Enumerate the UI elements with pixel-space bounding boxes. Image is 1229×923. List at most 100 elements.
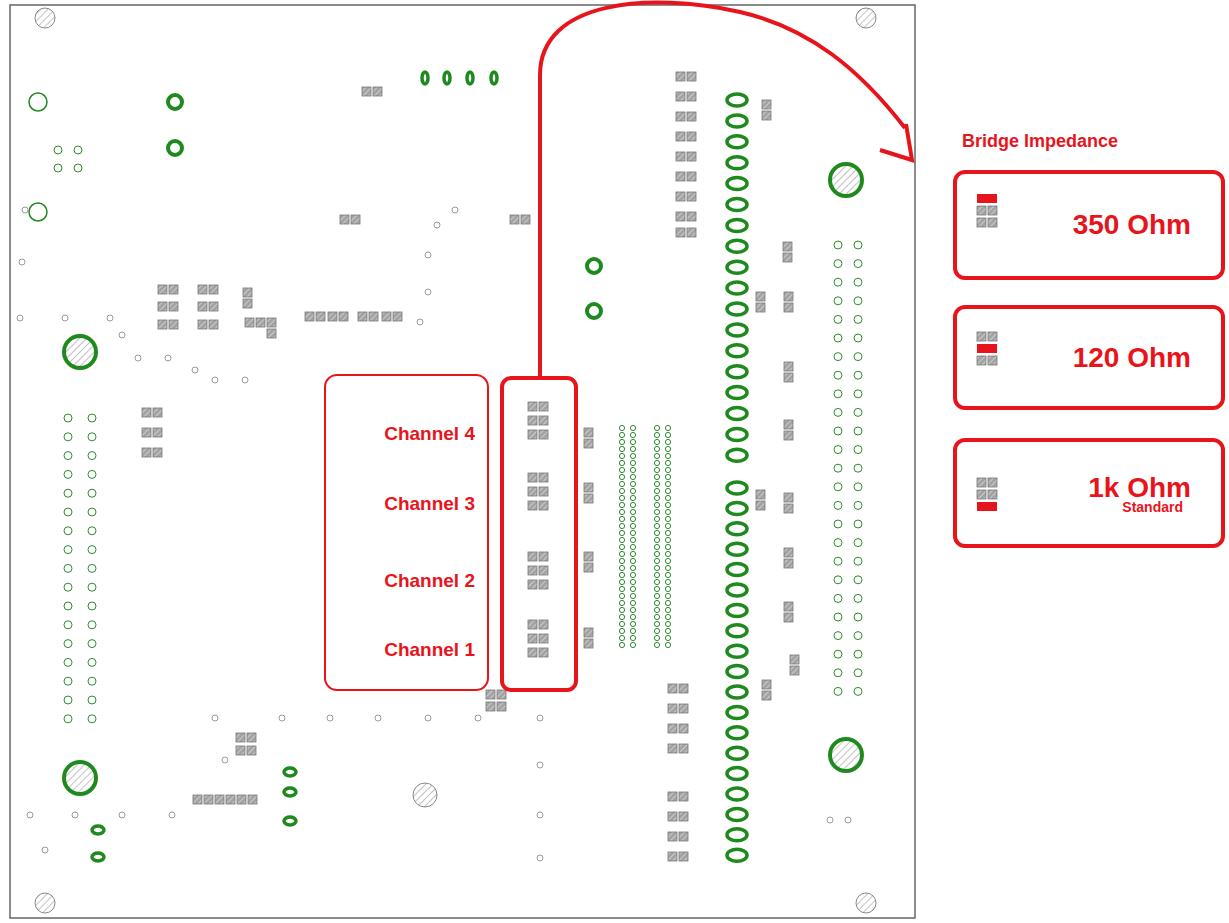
pin-hole <box>619 439 624 444</box>
jumper-pad <box>977 356 986 365</box>
pin-hole <box>88 602 96 610</box>
pin-hole <box>834 297 842 305</box>
oval-pad <box>92 826 104 834</box>
pin-hole <box>88 696 96 704</box>
jumper-pad <box>248 795 257 804</box>
impedance-option: 1k OhmStandard <box>953 438 1225 548</box>
oval-pad <box>284 768 296 776</box>
pin-hole <box>630 635 635 640</box>
pin-hole <box>854 483 862 491</box>
jumper-pad <box>153 408 162 417</box>
pin-hole <box>630 530 635 535</box>
pin-hole <box>834 260 842 268</box>
jumper-pad <box>988 490 997 499</box>
pin-hole <box>630 467 635 472</box>
pin-hole <box>654 586 659 591</box>
jumper-pad <box>756 303 765 312</box>
pin-hole <box>619 467 624 472</box>
pin-hole <box>654 642 659 647</box>
jumper-pad <box>676 192 685 201</box>
jumper-pad <box>687 112 696 121</box>
pin-hole <box>630 495 635 500</box>
jumper-pad <box>676 212 685 221</box>
pin-hole <box>854 315 862 323</box>
jumper-pad <box>198 285 207 294</box>
pin-hole <box>630 565 635 570</box>
pin-hole <box>654 628 659 633</box>
jumper-pad <box>784 613 793 622</box>
pin-hole <box>619 572 624 577</box>
pin-hole <box>665 509 670 514</box>
pin-hole <box>64 564 72 572</box>
jumper-group-frame <box>502 378 576 690</box>
jumper-pad <box>204 795 213 804</box>
jumper-pad <box>510 215 519 224</box>
pad-ring <box>29 203 47 221</box>
label-text: Channel 3 <box>384 493 475 515</box>
pin-hole <box>630 614 635 619</box>
jumper-pad <box>668 724 677 733</box>
pin-hole <box>64 640 72 648</box>
pin-hole <box>619 642 624 647</box>
oval-pad <box>727 788 747 800</box>
jumper-pad <box>762 100 771 109</box>
pin-hole <box>630 621 635 626</box>
via <box>192 367 198 373</box>
pin-hole <box>665 614 670 619</box>
pin-hole <box>854 594 862 602</box>
pad-ring <box>168 95 182 109</box>
jumper-pad <box>977 206 986 215</box>
jumper-pad <box>393 312 402 321</box>
pin-hole <box>630 446 635 451</box>
jumper-pad <box>142 408 151 417</box>
pin-hole <box>654 635 659 640</box>
jumper-pad <box>521 215 530 224</box>
oval-pad <box>727 666 747 678</box>
pin-hole <box>619 579 624 584</box>
pin-hole <box>654 614 659 619</box>
pin-hole <box>619 600 624 605</box>
jumper-pad <box>977 332 986 341</box>
pin-hole <box>834 446 842 454</box>
pin-hole <box>665 516 670 521</box>
pin-hole <box>619 635 624 640</box>
jumper-pad <box>528 501 537 510</box>
pin-hole <box>630 460 635 465</box>
pin-hole <box>854 557 862 565</box>
jumper-pad <box>679 812 688 821</box>
oval-pad <box>727 303 747 315</box>
oval-pad <box>284 817 296 825</box>
pin-hole <box>88 621 96 629</box>
oval-pad <box>727 449 747 461</box>
jumper-pad <box>668 832 677 841</box>
label-text: Channel 4 <box>384 423 475 445</box>
jumper-pad <box>528 552 537 561</box>
pin-hole <box>64 489 72 497</box>
jumper-pad <box>236 733 245 742</box>
oval-pad <box>444 72 450 84</box>
pin-hole <box>854 241 862 249</box>
impedance-option: 350 Ohm <box>953 170 1225 280</box>
jumper-pad <box>245 318 254 327</box>
jumper-pad <box>676 92 685 101</box>
pin-hole <box>665 621 670 626</box>
jumper-pad <box>528 487 537 496</box>
jumper-pad <box>539 580 548 589</box>
jumper-pad <box>340 215 349 224</box>
oval-pad <box>727 178 747 190</box>
jumper-pad <box>687 212 696 221</box>
pin-hole <box>654 488 659 493</box>
jumper-pad <box>528 634 537 643</box>
pin-hole <box>834 669 842 677</box>
pin-hole <box>630 572 635 577</box>
pin-hole <box>834 464 842 472</box>
pin-hole <box>834 278 842 286</box>
pin-hole <box>64 715 72 723</box>
pin-hole <box>630 600 635 605</box>
pin-hole <box>654 467 659 472</box>
jumper-pad <box>668 704 677 713</box>
pin-hole <box>88 527 96 535</box>
pin-hole <box>834 613 842 621</box>
pin-hole <box>630 551 635 556</box>
pin-hole <box>834 371 842 379</box>
